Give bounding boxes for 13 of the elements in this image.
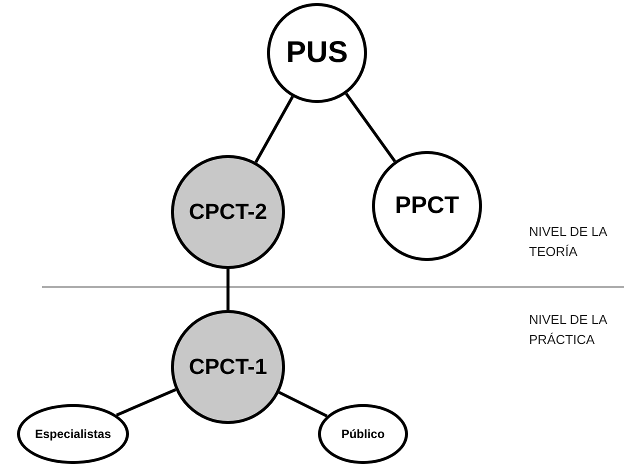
node-label: PUS (286, 35, 348, 72)
node-label: Especialistas (34, 426, 112, 442)
connector-line (254, 96, 294, 163)
level-label: NIVEL DE LA TEORÍA (529, 223, 608, 261)
node-label: CPCT-2 (188, 198, 268, 226)
connector-line (226, 269, 230, 310)
connector-line (278, 391, 328, 418)
connector-line (344, 92, 396, 162)
node-label: Público (341, 426, 385, 442)
node-label: CPCT-1 (188, 353, 268, 381)
connector-line (116, 388, 176, 417)
node-label: PPCT (394, 191, 459, 221)
level-label: NIVEL DE LA PRÁCTICA (529, 311, 608, 349)
